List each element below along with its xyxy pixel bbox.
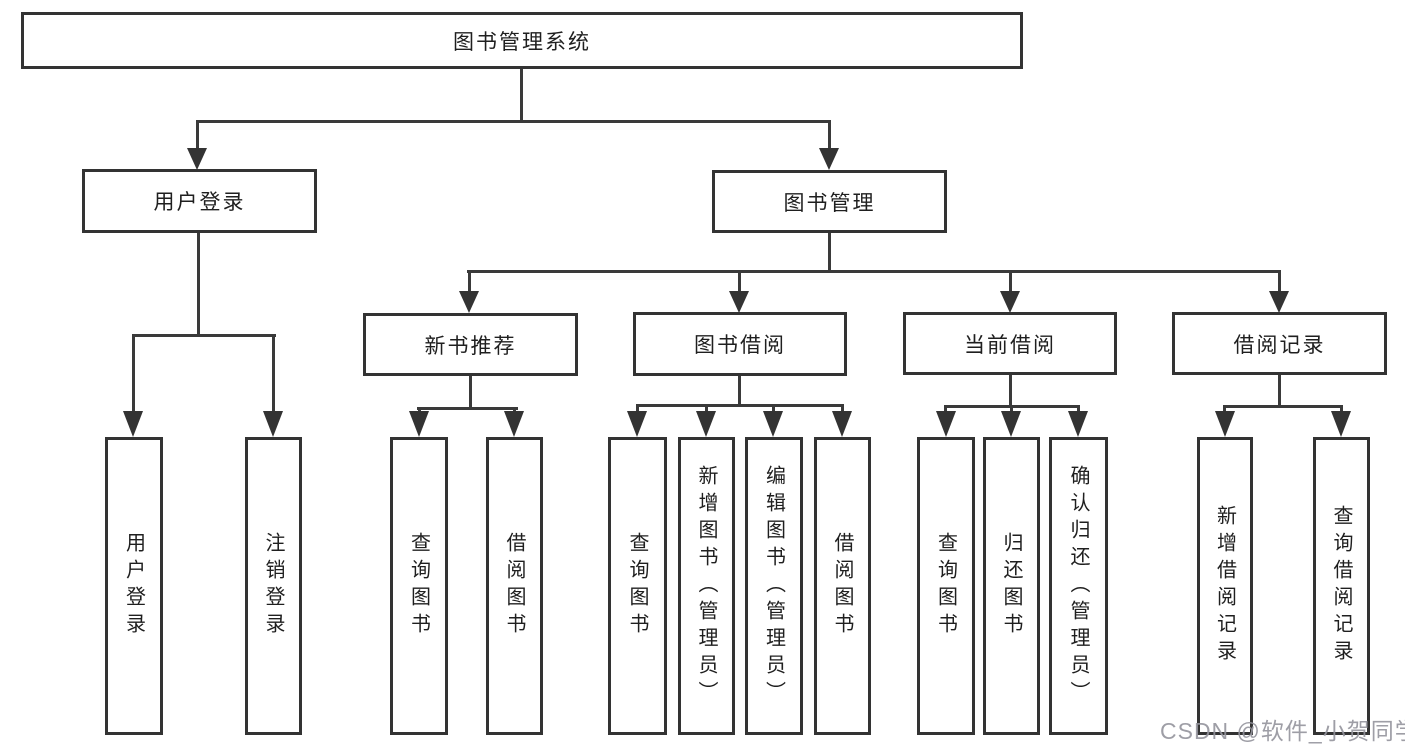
- arrow-down-icon: [819, 148, 839, 170]
- node-book-borrowing: 图书借阅: [633, 312, 847, 376]
- node-label: 编辑图书（管理员）: [762, 464, 785, 708]
- node-book-management: 图书管理: [712, 170, 947, 233]
- node-label: 确认归还（管理员）: [1067, 464, 1089, 708]
- node-label: 新书推荐: [424, 334, 517, 358]
- arrow-down-icon: [1331, 411, 1351, 437]
- arrow-down-icon: [1269, 291, 1289, 313]
- leaf-edit-book-admin: 编辑图书（管理员）: [745, 437, 803, 735]
- arrow-down-icon: [1068, 411, 1088, 437]
- leaf-confirm-return-admin: 确认归还（管理员）: [1049, 437, 1108, 735]
- node-label: 当前借阅: [964, 333, 1056, 357]
- connector-line: [828, 120, 831, 150]
- connector-line: [468, 270, 471, 294]
- arrow-down-icon: [729, 291, 749, 313]
- node-label: 借阅图书: [831, 532, 853, 640]
- leaf-query-books-current: 查询图书: [917, 437, 975, 735]
- leaf-borrow-books: 借阅图书: [814, 437, 871, 735]
- connector-line: [417, 407, 518, 410]
- connector-line: [469, 376, 472, 410]
- connector-line: [705, 404, 708, 414]
- connector-line: [738, 376, 741, 407]
- arrow-down-icon: [936, 411, 956, 437]
- arrow-down-icon: [459, 291, 479, 313]
- leaf-query-books-recommend: 查询图书: [390, 437, 448, 735]
- connector-line: [1223, 405, 1343, 408]
- node-label: 用户登录: [153, 191, 246, 214]
- leaf-add-borrow-record: 新增借阅记录: [1197, 437, 1253, 735]
- arrow-down-icon: [627, 411, 647, 437]
- connector-line: [636, 404, 844, 407]
- arrow-down-icon: [1001, 411, 1021, 437]
- connector-line: [1278, 270, 1281, 294]
- connector-line: [636, 404, 639, 414]
- connector-line: [944, 405, 947, 414]
- connector-line: [738, 270, 741, 294]
- arrow-down-icon: [123, 411, 143, 437]
- leaf-query-borrow-record: 查询借阅记录: [1313, 437, 1370, 735]
- node-label: 查询图书: [626, 532, 648, 640]
- leaf-logout: 注销登录: [245, 437, 302, 735]
- node-current-borrowing: 当前借阅: [903, 312, 1117, 375]
- connector-line: [1223, 405, 1226, 414]
- connector-line: [132, 334, 276, 337]
- node-label: 查询借阅记录: [1330, 505, 1352, 667]
- arrow-down-icon: [409, 411, 429, 437]
- connector-line: [520, 69, 523, 123]
- leaf-return-books: 归还图书: [983, 437, 1040, 735]
- node-label: 注销登录: [262, 532, 284, 640]
- node-label: 图书管理系统: [453, 30, 591, 54]
- arrow-down-icon: [832, 411, 852, 437]
- connector-line: [197, 233, 200, 337]
- connector-line: [272, 334, 275, 413]
- node-user-login: 用户登录: [82, 169, 317, 233]
- connector-line: [828, 233, 831, 273]
- connector-line: [1009, 375, 1012, 408]
- node-label: 用户登录: [122, 532, 145, 640]
- connector-line: [1009, 270, 1012, 294]
- leaf-user-login: 用户登录: [105, 437, 163, 735]
- node-borrowing-records: 借阅记录: [1172, 312, 1387, 375]
- arrow-down-icon: [504, 411, 524, 437]
- leaf-add-book-admin: 新增图书（管理员）: [678, 437, 735, 735]
- connector-line: [1340, 405, 1343, 414]
- leaf-query-books-borrow: 查询图书: [608, 437, 667, 735]
- arrow-down-icon: [1215, 411, 1235, 437]
- connector-line: [467, 270, 1281, 273]
- node-label: 新增图书（管理员）: [695, 464, 717, 708]
- node-label: 借阅图书: [503, 532, 525, 640]
- node-new-book-recommend: 新书推荐: [363, 313, 578, 376]
- node-label: 新增借阅记录: [1213, 505, 1236, 667]
- node-label: 查询图书: [407, 532, 430, 640]
- leaf-borrow-books-recommend: 借阅图书: [486, 437, 543, 735]
- node-label: 图书借阅: [694, 334, 786, 357]
- connector-line: [841, 404, 844, 414]
- node-label: 归还图书: [1000, 532, 1022, 640]
- node-label: 查询图书: [934, 532, 957, 640]
- connector-line: [513, 407, 516, 414]
- connector-line: [418, 407, 421, 414]
- node-label: 图书管理: [783, 191, 876, 215]
- node-label: 借阅记录: [1233, 333, 1326, 357]
- csdn-watermark: CSDN @软件_小贺同学: [1160, 718, 1405, 744]
- connector-line: [1010, 405, 1013, 414]
- arrow-down-icon: [763, 411, 783, 437]
- connector-line: [132, 334, 135, 413]
- connector-line: [772, 404, 775, 414]
- arrow-down-icon: [1000, 291, 1020, 313]
- arrow-down-icon: [263, 411, 283, 437]
- arrow-down-icon: [696, 411, 716, 437]
- connector-line: [196, 120, 199, 150]
- node-library-system: 图书管理系统: [21, 12, 1023, 69]
- connector-line: [1077, 405, 1080, 414]
- connector-line: [1278, 375, 1281, 408]
- arrow-down-icon: [187, 148, 207, 170]
- connector-line: [196, 120, 831, 123]
